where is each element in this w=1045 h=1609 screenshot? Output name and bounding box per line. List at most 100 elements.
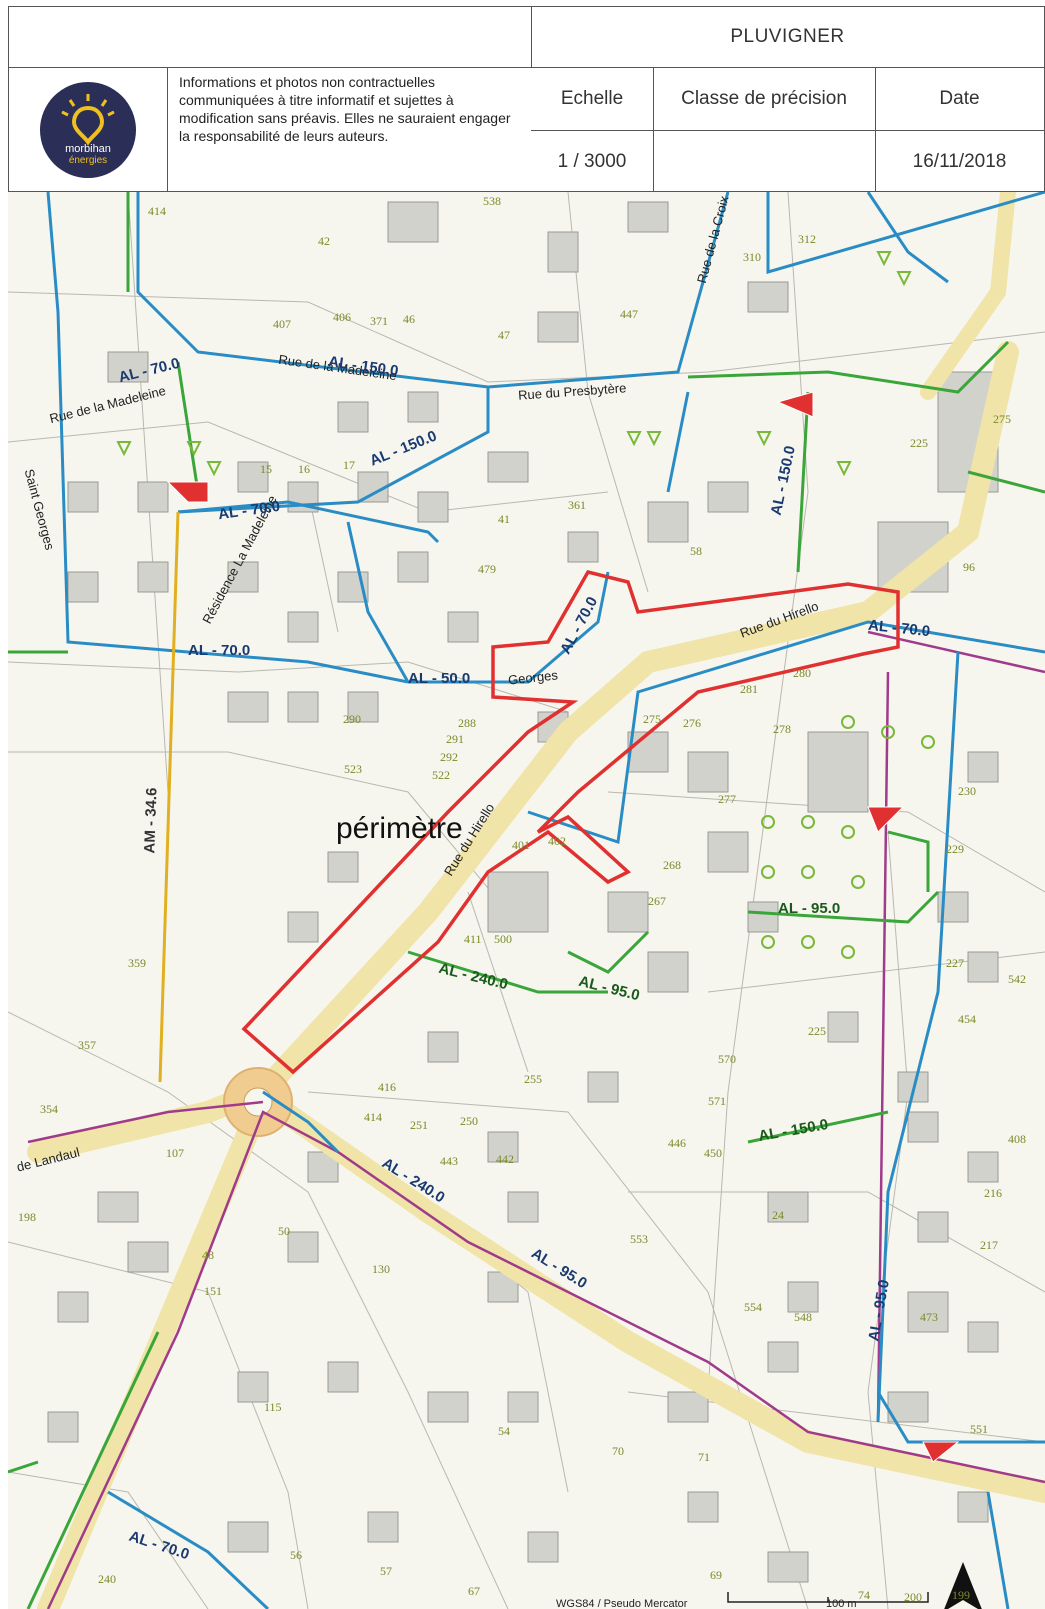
line-label-l6: AL - 50.0 [408,670,471,687]
date-value: 16/11/2018 [912,150,1007,172]
perimeter-outline [241,569,900,1075]
streetlight-markers [116,251,935,959]
parcel-number: 255 [524,1072,542,1086]
date-label: Date [875,67,1044,131]
parcel-number: 407 [273,317,291,331]
parcel-number: 361 [568,498,586,512]
scale-value: 1 / 3000 [557,150,627,172]
north-arrow-icon [944,1562,982,1609]
parcel-number: 56 [290,1548,302,1562]
parcel-number: 50 [278,1224,290,1238]
header-blank-cell [9,7,532,68]
parcel-number: 522 [432,768,450,782]
parcel-number: 570 [718,1052,736,1066]
parcel-number: 268 [663,858,681,872]
parcel-number: 54 [498,1424,510,1438]
precision-label: Classe de précision [653,67,875,131]
parcel-number: 107 [166,1146,184,1160]
parcel-number: 443 [440,1154,458,1168]
parcel-number: 277 [718,792,736,806]
cadastral-lines [8,192,1045,1609]
parcel-number: 71 [698,1450,710,1464]
parcel-number: 151 [204,1284,222,1298]
logo-cell: morbihan énergies [9,67,168,193]
parcel-number: 57 [380,1564,392,1578]
parcel-number: 571 [708,1094,726,1108]
parcel-number: 17 [343,458,355,472]
parcel-number: 42 [318,234,330,248]
map-header: PLUVIGNER morbihan énergies Informations… [8,6,1045,193]
parcel-number: 447 [620,307,638,321]
parcel-number: 548 [794,1310,812,1324]
parcel-number: 16 [298,462,310,476]
parcel-number: 227 [946,956,964,970]
line-label-l8: AM - 34.6 [141,787,161,854]
parcel-number: 216 [984,1186,1002,1200]
parcel-number: 96 [963,560,975,574]
lightbulb-icon [61,94,115,146]
parcel-number: 291 [446,732,464,746]
parcel-number: 225 [910,436,928,450]
parcel-number: 312 [798,232,816,246]
parcel-number: 553 [630,1232,648,1246]
parcel-number: 250 [460,1114,478,1128]
green-network [8,192,1045,1609]
parcel-number: 276 [683,716,701,730]
parcel-number: 48 [202,1248,214,1262]
parcel-number: 58 [690,544,702,558]
parcel-number: 290 [343,712,361,726]
parcel-number: 267 [648,894,666,908]
line-label-l11: AL - 95.0 [778,900,841,917]
parcel-number: 74 [858,1588,870,1602]
transformer-markers [166,391,960,1463]
parcel-number: 414 [364,1110,382,1124]
parcel-number: 406 [333,310,351,324]
parcel-number: 198 [18,1210,36,1224]
network-map[interactable]: périmètre Rue de la Madeleine Rue de la … [8,192,1045,1609]
parcel-number: 24 [772,1208,784,1222]
parcel-number: 115 [264,1400,282,1414]
parcel-number: 288 [458,716,476,730]
parcel-number: 442 [496,1152,514,1166]
parcel-number: 416 [378,1080,396,1094]
buildings [47,201,999,1583]
parcel-number: 199 [952,1588,970,1602]
disclaimer-text: Informations et photos non contractuelle… [179,74,511,144]
parcel-number: 292 [440,750,458,764]
parcel-number: 411 [464,932,482,946]
scale-bar-label: 100 m [826,1598,857,1609]
logo-text-energies: énergies [68,155,108,166]
parcel-number: 551 [970,1422,988,1436]
parcel-number: 500 [494,932,512,946]
parcel-number: 446 [668,1136,686,1150]
parcel-number: 280 [793,666,811,680]
precision-column: Classe de précision [653,67,876,193]
parcel-number: 479 [478,562,496,576]
parcel-number: 229 [946,842,964,856]
scale-label: Echelle [531,67,653,131]
parcel-number: 473 [920,1310,938,1324]
perimeter-label: périmètre [336,812,463,845]
parcel-number: 401 [512,838,530,852]
parcel-number: 240 [98,1572,116,1586]
projection-label: WGS84 / Pseudo Mercator [556,1598,688,1609]
precision-value [653,130,875,193]
parcel-number: 230 [958,784,976,798]
parcel-number: 450 [704,1146,722,1160]
parcel-number: 225 [808,1024,826,1038]
parcel-number: 15 [260,462,272,476]
parcel-number: 357 [78,1038,96,1052]
parcel-number: 542 [1008,972,1026,986]
parcel-number: 402 [548,834,566,848]
commune-title: PLUVIGNER [531,7,1044,68]
parcel-number: 281 [740,682,758,696]
parcel-number: 408 [1008,1132,1026,1146]
parcel-number: 414 [148,204,166,218]
parcel-number: 46 [403,312,415,326]
date-column: Date 16/11/2018 [875,67,1044,193]
parcel-number: 251 [410,1118,428,1132]
parcel-number: 354 [40,1102,58,1116]
parcel-number: 310 [743,250,761,264]
parcel-number: 69 [710,1568,722,1582]
parcel-number: 538 [483,194,501,208]
